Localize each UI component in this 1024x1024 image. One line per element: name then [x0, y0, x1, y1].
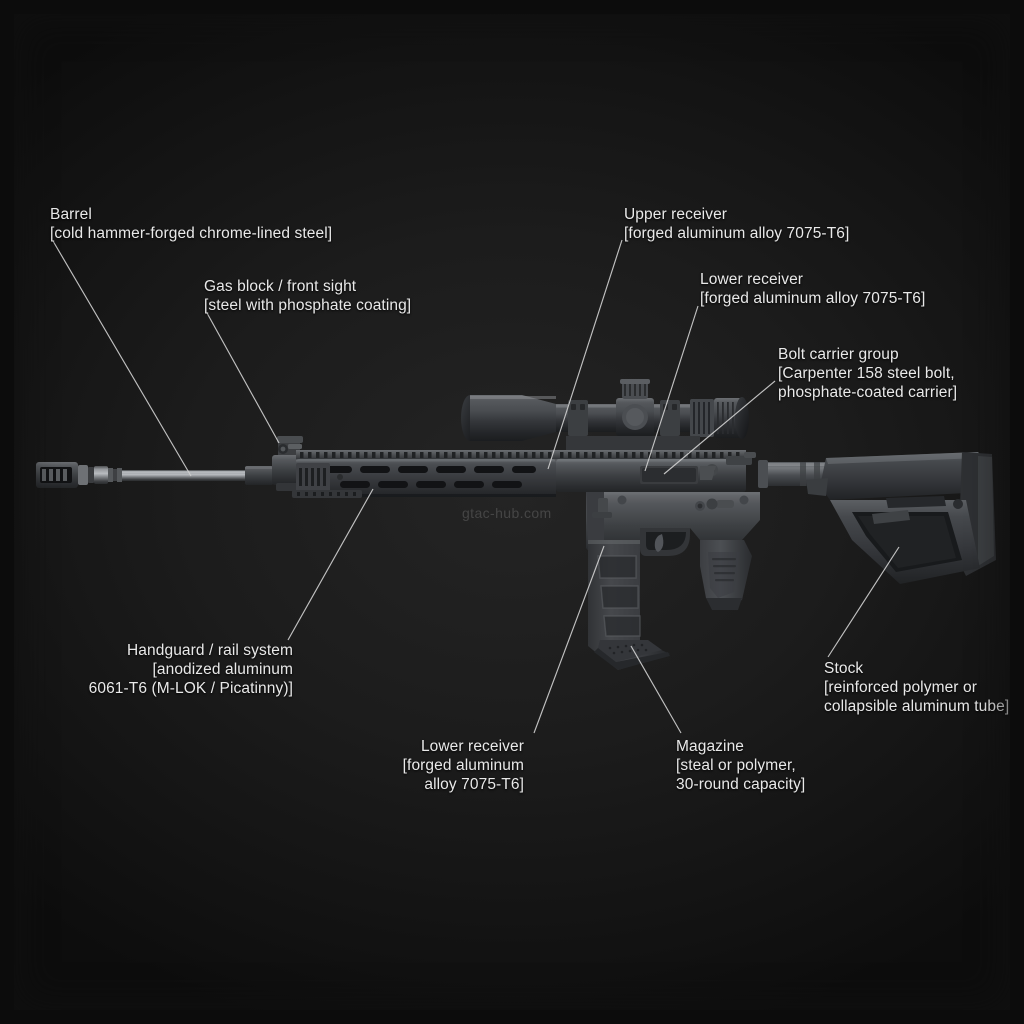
callout-title: Barrel	[50, 206, 92, 223]
callout-gas-block-front-sight: Gas block / front sight [steel with phosp…	[204, 277, 411, 315]
callout-title: Upper receiver	[624, 206, 728, 223]
callout-spec: [Carpenter 158 steel bolt, phosphate-coa…	[778, 365, 958, 401]
callout-title: Lower receiver	[420, 738, 524, 755]
callout-handguard-rail-system: Handguard / rail system [anodized aluminu…	[89, 641, 293, 698]
callout-stock: Stock [reinforced polymer or collapsible …	[824, 659, 1009, 716]
callout-spec: [steal or polymer, 30-round capacity]	[676, 757, 806, 793]
callout-spec: [forged aluminum alloy 7075-T6]	[624, 225, 850, 242]
callout-lower-receiver-bottom: Lower receiver [forged aluminum alloy 707…	[403, 737, 524, 794]
handguard-group	[292, 450, 556, 498]
callout-magazine: Magazine [steal or polymer, 30-round capa…	[676, 737, 805, 794]
callout-title: Handguard / rail system	[127, 642, 293, 659]
callout-spec: [steel with phosphate coating]	[204, 297, 412, 314]
callout-bolt-carrier-group: Bolt carrier group [Carpenter 158 steel b…	[778, 345, 957, 402]
callout-title: Lower receiver	[700, 271, 804, 288]
callout-spec: [forged aluminum alloy 7075-T6]	[402, 757, 524, 793]
callout-spec: [forged aluminum alloy 7075-T6]	[700, 290, 926, 307]
callout-title: Gas block / front sight	[204, 278, 357, 295]
callout-lower-receiver-top: Lower receiver [forged aluminum alloy 707…	[700, 270, 925, 308]
callout-title: Stock	[824, 660, 864, 677]
stock-group	[806, 452, 996, 584]
callout-barrel: Barrel [cold hammer-forged chrome-lined s…	[50, 205, 332, 243]
callout-upper-receiver: Upper receiver [forged aluminum alloy 707…	[624, 205, 849, 243]
watermark-text: gtac-hub.com	[462, 505, 552, 521]
callout-spec: [cold hammer-forged chrome-lined steel]	[50, 225, 333, 242]
callout-title: Magazine	[676, 738, 745, 755]
callout-spec: [reinforced polymer or collapsible alumi…	[824, 679, 1010, 715]
callout-spec: [anodized aluminum 6061-T6 (M-LOK / Pica…	[88, 661, 293, 697]
callout-title: Bolt carrier group	[778, 346, 899, 363]
